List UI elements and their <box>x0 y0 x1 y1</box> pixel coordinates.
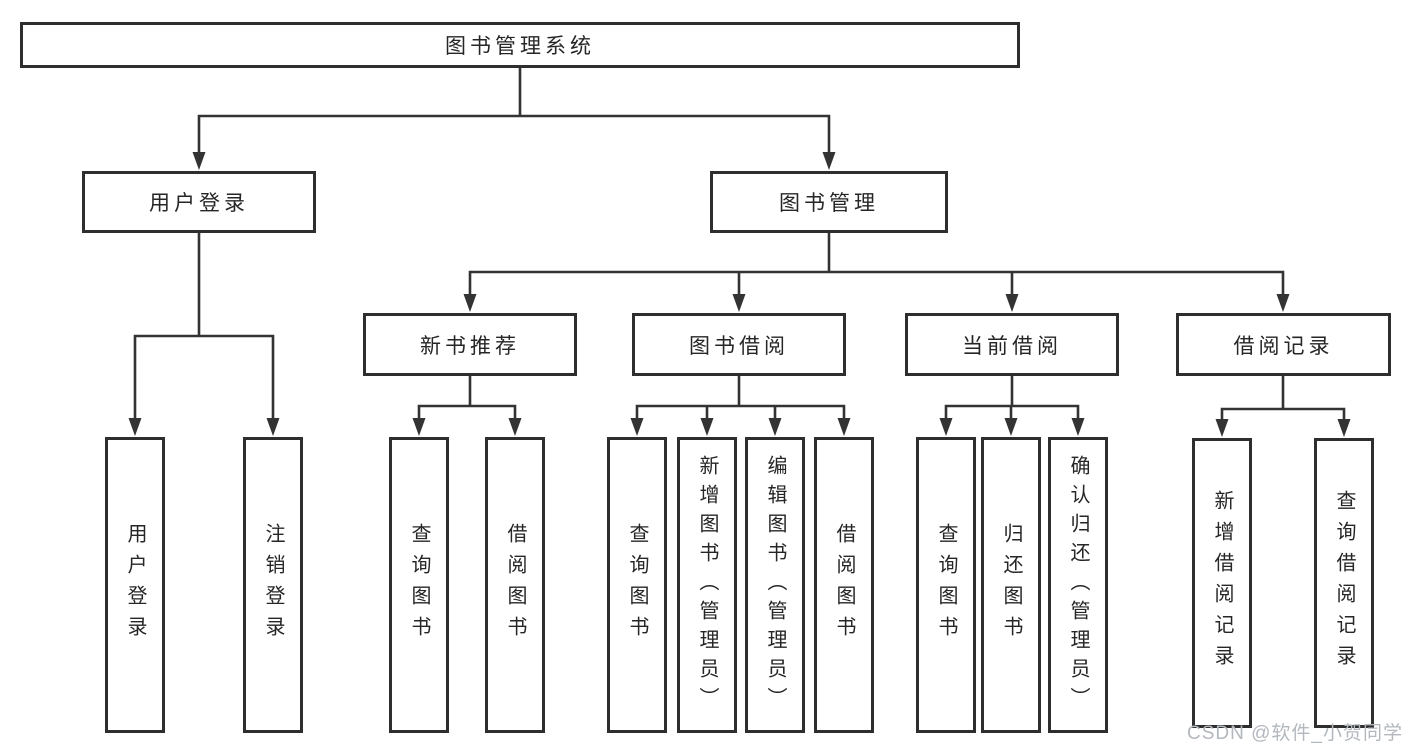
node-user-login: 用户登录 <box>82 171 316 233</box>
node-book-management: 图书管理 <box>710 171 948 233</box>
node-current-borrow: 当前借阅 <box>905 313 1119 376</box>
leaf-return-book-label: 归还图书 <box>1000 523 1022 647</box>
leaf-logout-label: 注销登录 <box>262 523 284 647</box>
leaf-edit-book-admin: 编辑图书（管理员） <box>745 437 805 733</box>
leaf-confirm-return-admin-label: 确认归还（管理员） <box>1067 454 1089 716</box>
node-book-borrow: 图书借阅 <box>632 313 846 376</box>
leaf-borrow-books-recommend: 借阅图书 <box>485 437 545 733</box>
node-new-book-recommend-label: 新书推荐 <box>420 334 520 358</box>
arrowheads <box>128 152 1351 437</box>
leaf-add-book-admin: 新增图书（管理员） <box>677 437 737 733</box>
leaf-query-books-recommend: 查询图书 <box>389 437 449 733</box>
leaf-add-book-admin-label: 新增图书（管理员） <box>696 454 718 716</box>
leaf-query-books-borrow: 查询图书 <box>607 437 667 733</box>
csdn-watermark: CSDN @软件_小贺同学 <box>1187 723 1403 744</box>
leaf-add-borrow-record-label: 新增借阅记录 <box>1211 490 1233 676</box>
node-library-system: 图书管理系统 <box>20 22 1020 68</box>
leaf-return-book: 归还图书 <box>981 437 1041 733</box>
leaf-borrow-books-borrow: 借阅图书 <box>814 437 874 733</box>
leaf-borrow-books-borrow-label: 借阅图书 <box>833 523 855 647</box>
leaf-user-login: 用户登录 <box>105 437 165 733</box>
node-book-borrow-label: 图书借阅 <box>689 334 789 358</box>
leaf-edit-book-admin-label: 编辑图书（管理员） <box>764 454 786 716</box>
leaf-borrow-books-recommend-label: 借阅图书 <box>504 523 526 647</box>
node-borrow-records-label: 借阅记录 <box>1233 334 1334 358</box>
leaf-add-borrow-record: 新增借阅记录 <box>1192 438 1252 728</box>
leaf-user-login-label: 用户登录 <box>124 523 146 647</box>
node-book-management-label: 图书管理 <box>779 192 879 215</box>
leaf-query-borrow-record-label: 查询借阅记录 <box>1333 490 1355 676</box>
leaf-query-books-current-label: 查询图书 <box>935 523 957 647</box>
leaf-query-books-borrow-label: 查询图书 <box>626 523 648 647</box>
node-library-system-label: 图书管理系统 <box>445 35 595 58</box>
node-borrow-records: 借阅记录 <box>1176 313 1391 376</box>
leaf-logout: 注销登录 <box>243 437 303 733</box>
connector-paths <box>133 68 1346 422</box>
leaf-query-books-current: 查询图书 <box>916 437 976 733</box>
node-user-login-label: 用户登录 <box>149 192 249 215</box>
leaf-query-borrow-record: 查询借阅记录 <box>1314 438 1374 728</box>
node-current-borrow-label: 当前借阅 <box>962 334 1062 358</box>
leaf-confirm-return-admin: 确认归还（管理员） <box>1048 437 1108 733</box>
node-new-book-recommend: 新书推荐 <box>363 313 577 376</box>
leaf-query-books-recommend-label: 查询图书 <box>408 523 430 647</box>
